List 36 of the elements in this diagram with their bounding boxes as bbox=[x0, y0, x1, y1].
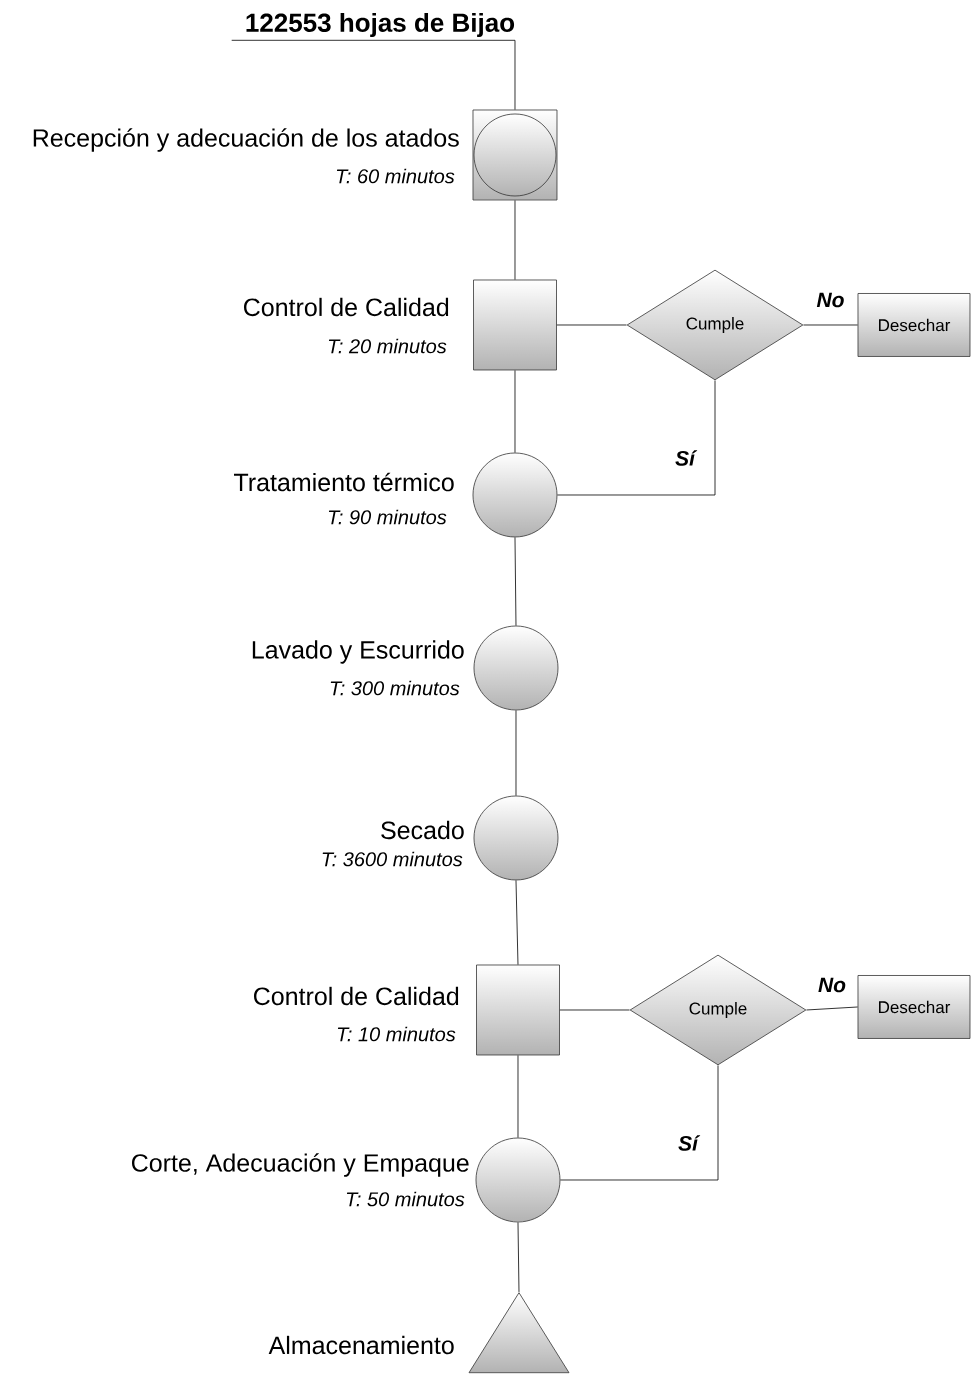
connector-line bbox=[557, 380, 716, 496]
connector-line bbox=[515, 710, 517, 796]
time-label: T: 10 minutos bbox=[337, 1026, 456, 1042]
connector-line bbox=[803, 324, 858, 326]
process-box: Desechar bbox=[857, 293, 971, 357]
connector-line bbox=[560, 1065, 719, 1181]
step-label: Control de Calidad bbox=[244, 297, 449, 317]
step-label: Almacenamiento bbox=[268, 1335, 454, 1355]
connector-line bbox=[517, 1055, 519, 1138]
step-label: Lavado y Escurrido bbox=[252, 640, 464, 664]
connector-line bbox=[517, 1222, 520, 1293]
time-label: T: 50 minutos bbox=[346, 1191, 465, 1207]
step-label: Recepción y adecuación de los atados bbox=[33, 128, 459, 152]
connector-line bbox=[231, 39, 516, 110]
edge-label: Sí bbox=[674, 449, 698, 467]
connector-line bbox=[514, 200, 516, 280]
time-label: T: 300 minutos bbox=[330, 680, 460, 696]
connector-line bbox=[806, 1006, 858, 1011]
time-label: T: 3600 minutos bbox=[322, 851, 463, 867]
time-label: T: 20 minutos bbox=[328, 338, 447, 354]
process-box: Desechar bbox=[857, 975, 971, 1039]
step-label: Control de Calidad bbox=[254, 986, 459, 1006]
step-label: Tratamiento térmico bbox=[234, 472, 454, 492]
time-label: T: 60 minutos bbox=[336, 168, 455, 184]
title-text: 122553 hojas de Bijao bbox=[246, 12, 515, 38]
step-label: Corte, Adecuación y Empaque bbox=[132, 1153, 469, 1177]
connector-line bbox=[515, 880, 519, 965]
step-label: Secado bbox=[381, 820, 464, 840]
time-label: T: 90 minutos bbox=[328, 509, 447, 525]
edge-label: No bbox=[815, 291, 846, 309]
connector-line bbox=[559, 1009, 630, 1011]
edge-label: No bbox=[817, 976, 847, 994]
connector-line bbox=[514, 537, 517, 626]
edge-label: Sí bbox=[677, 1134, 701, 1152]
connector-line bbox=[514, 370, 516, 453]
connector-line bbox=[556, 324, 627, 326]
